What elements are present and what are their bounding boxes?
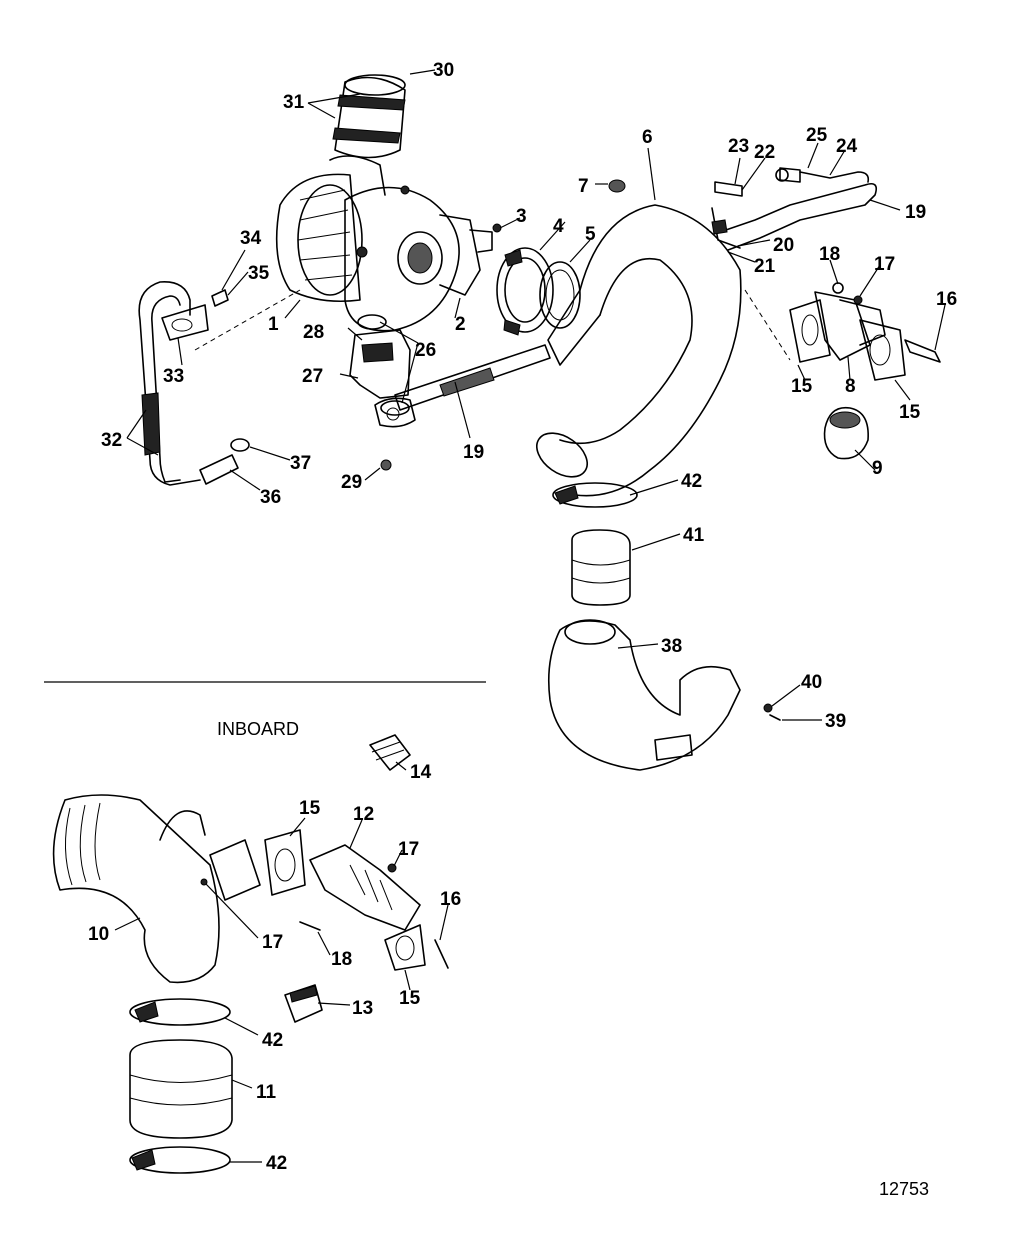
callout-4: 4 <box>553 216 564 237</box>
callout-34: 34 <box>240 228 262 249</box>
callout-15a: 15 <box>791 376 813 397</box>
callout-18b: 18 <box>331 949 352 970</box>
callout-17c: 17 <box>262 932 283 953</box>
figure-number: 12753 <box>879 1179 929 1199</box>
part-turbocharger <box>275 155 493 332</box>
callout-15b: 15 <box>899 402 921 423</box>
callout-35: 35 <box>248 263 270 284</box>
part-nut-29 <box>380 459 392 471</box>
callout-29: 29 <box>341 472 362 493</box>
callout-10: 10 <box>88 924 109 945</box>
callout-5: 5 <box>585 224 596 245</box>
part-v-band-clamp <box>492 223 581 336</box>
part-water-tube-upper <box>711 167 878 251</box>
part-exhaust-elbow <box>536 204 742 497</box>
callout-6: 6 <box>642 127 653 148</box>
part-oil-supply-line <box>138 281 250 486</box>
section-label-inboard: INBOARD <box>217 719 299 739</box>
callout-17a: 17 <box>874 254 895 275</box>
callout-1: 1 <box>268 314 279 335</box>
callout-42a: 42 <box>681 471 702 492</box>
callout-31: 31 <box>283 92 305 113</box>
part-manifold-adapter <box>789 282 941 381</box>
callout-38: 38 <box>661 636 682 657</box>
part-water-tube-lower <box>374 344 551 428</box>
callout-18a: 18 <box>819 244 840 265</box>
part-fitting-13 <box>284 984 323 1023</box>
callout-7: 7 <box>578 176 589 197</box>
callout-25: 25 <box>806 125 828 146</box>
part-inboard-exhaust-pipe <box>52 794 220 984</box>
callout-42b: 42 <box>262 1030 283 1051</box>
callout-17b: 17 <box>398 839 419 860</box>
callout-23: 23 <box>728 136 749 157</box>
part-inboard-hose <box>129 998 233 1174</box>
callout-27: 27 <box>302 366 323 387</box>
callout-16b: 16 <box>440 889 461 910</box>
part-lower-elbow <box>547 482 781 771</box>
leader-lines <box>114 69 946 1163</box>
callout-37: 37 <box>290 453 311 474</box>
callout-13: 13 <box>352 998 373 1019</box>
callout-8: 8 <box>845 376 856 397</box>
callout-2: 2 <box>455 314 466 335</box>
callout-28: 28 <box>303 322 324 343</box>
callout-16a: 16 <box>936 289 957 310</box>
callout-22: 22 <box>754 142 775 163</box>
callout-20: 20 <box>773 235 794 256</box>
callout-30: 30 <box>433 60 454 81</box>
callout-19a: 19 <box>905 202 926 223</box>
callout-numbers: 1 2 3 4 5 6 7 8 9 10 11 12 13 14 15 15 1… <box>88 60 957 1174</box>
callout-9: 9 <box>872 458 883 479</box>
callout-26: 26 <box>415 340 436 361</box>
callout-14: 14 <box>410 762 432 783</box>
callout-21: 21 <box>754 256 776 277</box>
callout-32: 32 <box>101 430 122 451</box>
callout-15c: 15 <box>299 798 321 819</box>
callout-15d: 15 <box>399 988 421 1009</box>
callout-3: 3 <box>516 206 527 227</box>
callout-39: 39 <box>825 711 846 732</box>
callout-12: 12 <box>353 804 374 825</box>
part-inlet-hose <box>332 74 406 159</box>
callout-33: 33 <box>163 366 184 387</box>
callout-36: 36 <box>260 487 281 508</box>
callout-11: 11 <box>256 1082 277 1103</box>
part-fitting-9 <box>823 406 869 460</box>
callout-24: 24 <box>836 136 858 157</box>
part-plug-7 <box>608 179 626 193</box>
part-fitting-14 <box>369 734 411 771</box>
callout-42c: 42 <box>266 1153 287 1174</box>
callout-19b: 19 <box>463 442 484 463</box>
callout-40: 40 <box>801 672 822 693</box>
callout-41: 41 <box>683 525 705 546</box>
